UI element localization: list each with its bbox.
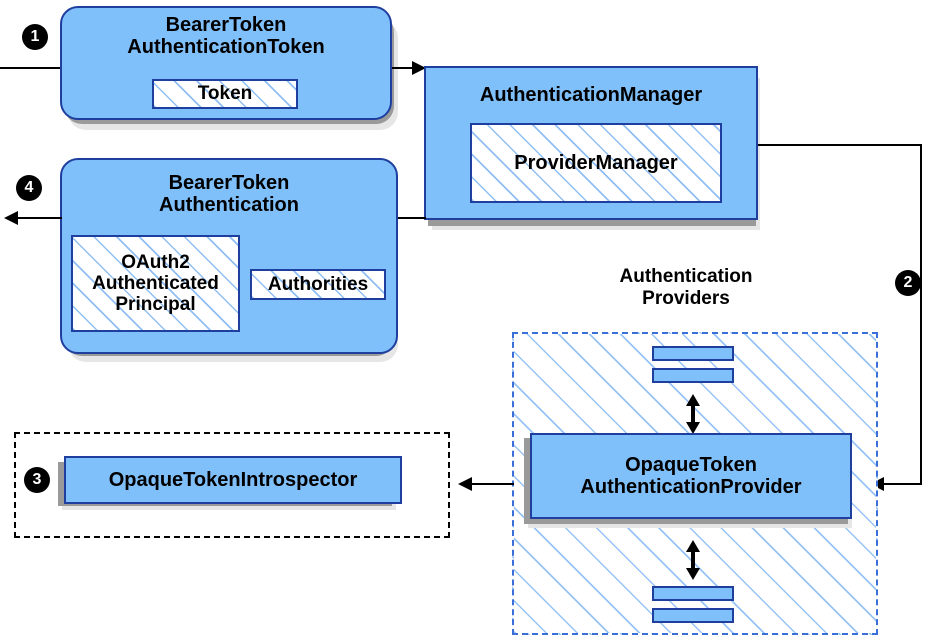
bt-auth-title-line1: BearerToken [168,172,290,194]
authentication-providers-label: Authentication Providers [586,266,786,309]
provider-link-arrow-bottom [686,540,700,580]
step-badge-1: 1 [22,24,48,50]
principal-line1: OAuth2 [121,251,190,273]
other-provider-bar-bottom-2[interactable] [652,608,734,623]
inner-authorities[interactable]: Authorities [250,269,386,300]
step3-line [470,483,514,485]
step4-arrowhead [4,211,18,225]
inner-token[interactable]: Token [152,79,298,109]
step-badge-2: 2 [895,270,921,296]
other-provider-bar-top-2[interactable] [652,368,734,383]
incoming-request-line [0,67,60,69]
step-badge-3: 3 [24,467,50,493]
auth-manager-title: AuthenticationManager [479,84,703,106]
node-opaque-token-introspector[interactable]: OpaqueTokenIntrospector [64,456,402,504]
provider-title-line1: OpaqueToken [625,453,757,476]
bt-token-title-line2: AuthenticationToken [127,36,325,59]
other-provider-bar-top-1[interactable] [652,346,734,361]
bt-token-title-line1: BearerToken [165,14,287,36]
providers-label-line2: Providers [642,287,730,309]
token-to-manager-line [392,67,422,69]
step2-line-right [920,144,922,484]
introspector-title: OpaqueTokenIntrospector [108,468,358,491]
token-to-manager-arrowhead [412,61,426,75]
step4-outgoing-line [14,217,62,219]
providers-label-line1: Authentication [619,266,753,287]
provider-title-line2: AuthenticationProvider [580,476,802,498]
inner-provider-manager[interactable]: ProviderManager [470,123,722,203]
other-provider-bar-bottom-1[interactable] [652,586,734,601]
provider-link-arrow-top [686,394,700,434]
manager-to-result-line [398,217,426,219]
step2-line-top [758,144,922,146]
node-opaque-token-authentication-provider[interactable]: OpaqueToken AuthenticationProvider [530,433,852,519]
step-badge-4: 4 [16,175,42,201]
inner-oauth2-authenticated-principal[interactable]: OAuth2 Authenticated Principal [71,235,240,332]
step2-line-into-provider [880,483,922,485]
principal-line3: Principal [115,294,196,316]
principal-line2: Authenticated [92,272,219,294]
bt-auth-title-line2: Authentication [159,194,299,217]
step3-arrowhead [458,477,472,491]
